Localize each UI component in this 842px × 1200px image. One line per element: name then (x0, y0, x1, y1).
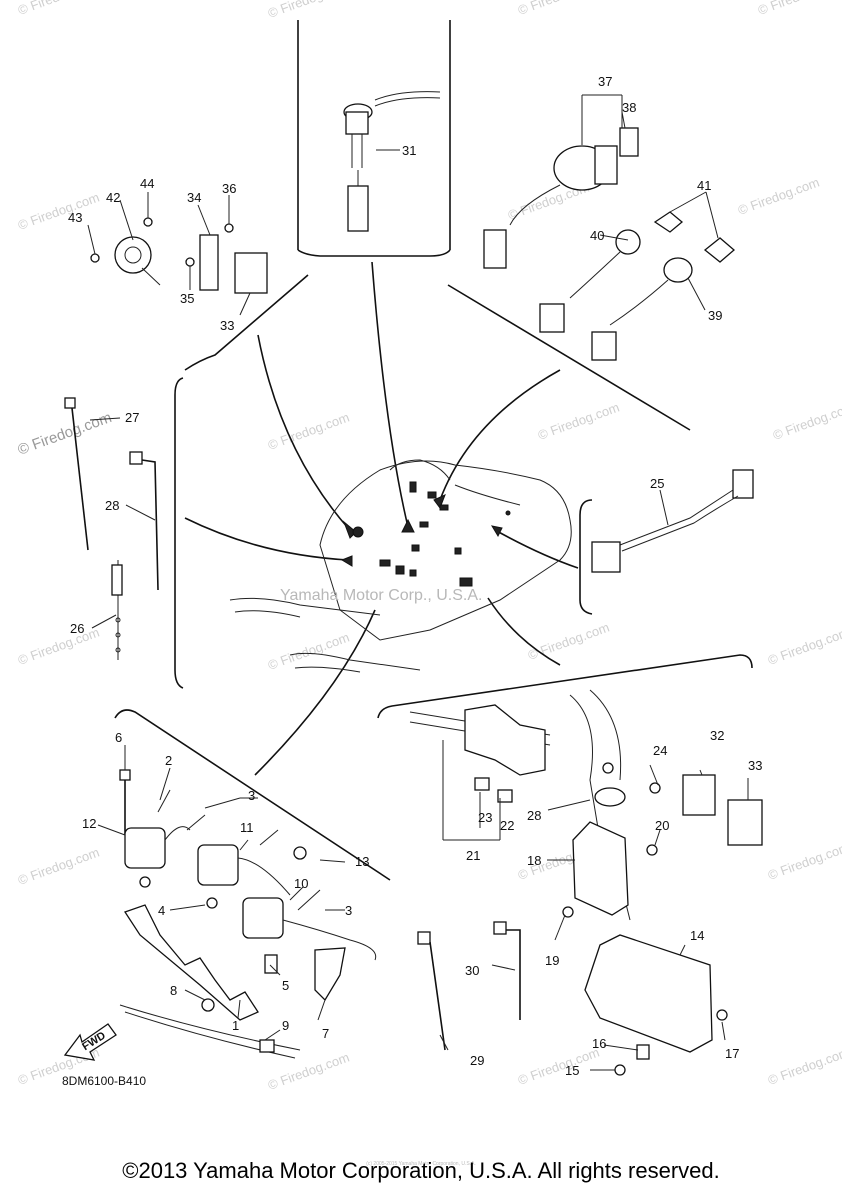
callout: 32 (710, 728, 724, 743)
callout: 37 (598, 74, 612, 89)
arrow-head (401, 518, 415, 533)
callout: 14 (690, 928, 704, 943)
callout: 1 (232, 1018, 239, 1033)
callout: 6 (115, 730, 122, 745)
tiny-credit: (c) 2005-2015 Yamaha Motor Corporation, … (366, 1161, 476, 1167)
callouts: 1 2 3 3 4 5 6 7 8 9 10 11 12 13 14 15 16… (68, 74, 762, 1078)
copyright-notice: ©2013 Yamaha Motor Corporation, U.S.A. A… (122, 1158, 720, 1183)
callout: 35 (180, 291, 194, 306)
callout: 5 (282, 978, 289, 993)
leader-lines (184, 261, 579, 776)
callout: 34 (187, 190, 201, 205)
callout: 28 (105, 498, 119, 513)
watermark: © Firedog.com (766, 839, 842, 882)
watermark: © Firedog.com (266, 409, 351, 452)
callout: 30 (465, 963, 479, 978)
callout: 33 (220, 318, 234, 333)
callout: 21 (466, 848, 480, 863)
switch-group (483, 94, 735, 361)
callout: 18 (527, 853, 541, 868)
callout: 23 (478, 810, 492, 825)
watermark: © Firedog.com (736, 174, 821, 217)
callout: 33 (748, 758, 762, 773)
arrow-head (490, 525, 503, 538)
watermark: © Firedog.com (266, 629, 351, 672)
component-mark (352, 526, 364, 538)
callout: 36 (222, 181, 236, 196)
callout: 8 (170, 983, 177, 998)
callout: 41 (697, 178, 711, 193)
watermark: © Firedog.com (16, 0, 101, 18)
component-mark (411, 544, 420, 552)
callout: 9 (282, 1018, 289, 1033)
callout: 15 (565, 1063, 579, 1078)
sensor-31 (343, 91, 441, 232)
component-mark (419, 521, 429, 528)
callout: 10 (294, 876, 308, 891)
callout: 39 (708, 308, 722, 323)
arrow-head (340, 555, 353, 567)
callout: 27 (125, 410, 139, 425)
watermark: © Firedog.com (266, 0, 351, 21)
component-mark (505, 510, 511, 516)
callout: 13 (355, 854, 369, 869)
watermark: © Firedog.com (766, 624, 842, 667)
watermark: © Firedog.com (516, 1044, 601, 1087)
arrow-head (433, 494, 446, 510)
snowmobile-outline (229, 459, 572, 673)
callout: 7 (322, 1026, 329, 1041)
callout: 40 (590, 228, 604, 243)
callout: 12 (82, 816, 96, 831)
callout: 42 (106, 190, 120, 205)
watermark: © Firedog.com (16, 409, 114, 459)
watermark: © Firedog.com (756, 0, 841, 18)
component-mark (439, 504, 449, 511)
relay-group (87, 192, 268, 316)
watermark: © Firedog.com (516, 0, 601, 18)
watermark: © Firedog.com (771, 399, 842, 442)
callout: 3 (248, 788, 255, 803)
fwd-arrow: FWD (63, 1023, 117, 1061)
diagram-code: 8DM6100-B410 (62, 1074, 146, 1088)
watermark: © Firedog.com (526, 619, 611, 662)
harness-25 (591, 469, 754, 573)
callout: 26 (70, 621, 84, 636)
callout: 38 (622, 100, 636, 115)
center-watermark: Yamaha Motor Corp., U.S.A. (280, 587, 482, 604)
callout: 28 (527, 808, 541, 823)
callout: 11 (240, 820, 254, 835)
component-mark (409, 569, 417, 577)
watermark: © Firedog.com (16, 624, 101, 667)
component-mark (454, 547, 462, 555)
component-mark (459, 577, 473, 587)
group-brackets (114, 20, 753, 881)
component-mark (427, 491, 437, 499)
callout: 31 (402, 143, 416, 158)
callout: 17 (725, 1046, 739, 1061)
callout: 3 (345, 903, 352, 918)
ecu-group (409, 689, 763, 1076)
watermark: © Firedog.com (536, 399, 621, 442)
callout: 20 (655, 818, 669, 833)
callout: 43 (68, 210, 82, 225)
component-mark (409, 481, 417, 493)
callout: 22 (500, 818, 514, 833)
component-mark (379, 559, 391, 567)
callout: 44 (140, 176, 154, 191)
callout: 4 (158, 903, 165, 918)
callout: 29 (470, 1053, 484, 1068)
watermark: © Firedog.com (766, 1044, 842, 1087)
callout: 16 (592, 1036, 606, 1051)
callout: 24 (653, 743, 667, 758)
watermark: © Firedog.com (266, 1049, 351, 1092)
callout: 2 (165, 753, 172, 768)
tie-group (64, 397, 159, 660)
watermark: © Firedog.com (16, 844, 101, 887)
component-mark (395, 565, 405, 575)
callout: 19 (545, 953, 559, 968)
callout: 25 (650, 476, 664, 491)
coil-group (97, 745, 377, 1059)
